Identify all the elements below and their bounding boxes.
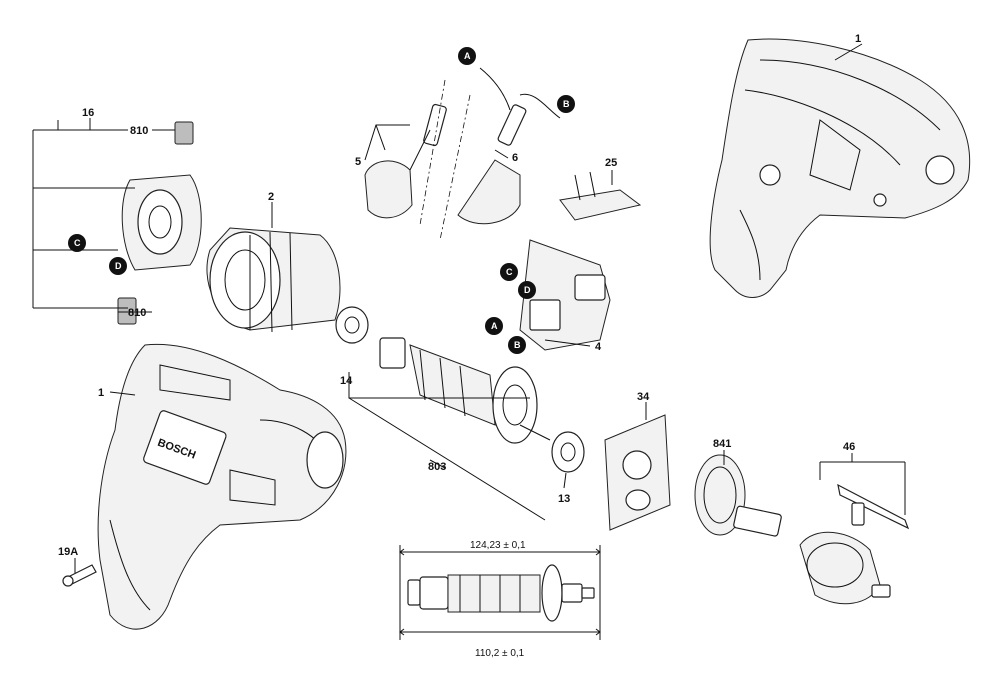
bearing-flange-part xyxy=(604,414,671,531)
callout-chuck: 46 xyxy=(843,441,855,453)
svg-text:A: A xyxy=(464,51,471,61)
callout-screw: 19A xyxy=(58,546,78,558)
callout-bearing-13: 13 xyxy=(558,493,570,505)
callout-bearing-14: 14 xyxy=(340,375,353,387)
leader-lines xyxy=(32,43,906,573)
brush-holder-part xyxy=(121,174,202,271)
lead-wire-a xyxy=(479,67,511,111)
ball-bearing-14-part xyxy=(335,306,369,344)
svg-text:D: D xyxy=(115,261,122,271)
callout-stator: 2 xyxy=(268,191,274,203)
callout-gear: 841 xyxy=(713,438,731,450)
callout-armature: 803 xyxy=(428,461,446,473)
switch-part xyxy=(519,239,611,351)
armature-part xyxy=(379,337,551,444)
badge-d-switch: D xyxy=(518,281,536,299)
armature-dimension-drawing xyxy=(399,545,601,640)
svg-text:C: C xyxy=(506,267,513,277)
drill-chuck-part xyxy=(799,531,891,605)
svg-text:B: B xyxy=(563,99,570,109)
chuck-key-part xyxy=(837,483,910,530)
callout-flange: 34 xyxy=(637,391,650,403)
dimension-inner-length: 110,2 ± 0,1 xyxy=(475,648,525,659)
badge-a-top: A xyxy=(458,47,476,65)
callout-cable-5: 5 xyxy=(355,156,361,168)
badge-c-left: C xyxy=(68,234,86,252)
svg-text:D: D xyxy=(524,285,531,295)
callout-brush-bottom: 810 xyxy=(128,307,146,319)
badge-b-top: B xyxy=(557,95,575,113)
switch-button-part xyxy=(559,171,642,221)
lead-wire-b xyxy=(519,93,561,119)
badge-d-left: D xyxy=(109,257,127,275)
svg-text:B: B xyxy=(514,340,521,350)
callout-cable-6: 6 xyxy=(512,152,518,164)
ball-bearing-13-part xyxy=(551,431,585,473)
carbon-brush-top-part xyxy=(174,121,194,145)
svg-text:C: C xyxy=(74,238,81,248)
cable-lead-6-part xyxy=(457,104,527,225)
badge-a-switch: A xyxy=(485,317,503,335)
svg-text:A: A xyxy=(491,321,498,331)
badge-c-switch: C xyxy=(500,263,518,281)
callout-switch: 4 xyxy=(595,341,602,353)
stator-part xyxy=(206,227,341,333)
badge-b-switch: B xyxy=(508,336,526,354)
assembled-drill-part: BOSCH xyxy=(97,343,347,630)
callout-drill: 1 xyxy=(98,387,104,399)
gear-spindle-part xyxy=(694,454,782,537)
callout-brush-top: 810 xyxy=(130,125,148,137)
carbon-brush-bottom-part xyxy=(117,297,137,325)
dimension-overall-length: 124,23 ± 0,1 xyxy=(470,540,526,551)
screw-19a-part xyxy=(62,564,97,587)
callout-housing: 1 xyxy=(855,33,861,45)
callout-brush-set: 16 xyxy=(82,107,94,119)
housing-half-part xyxy=(709,38,971,298)
callout-switch-button: 25 xyxy=(605,157,617,169)
cable-lead-5-part xyxy=(364,103,447,219)
